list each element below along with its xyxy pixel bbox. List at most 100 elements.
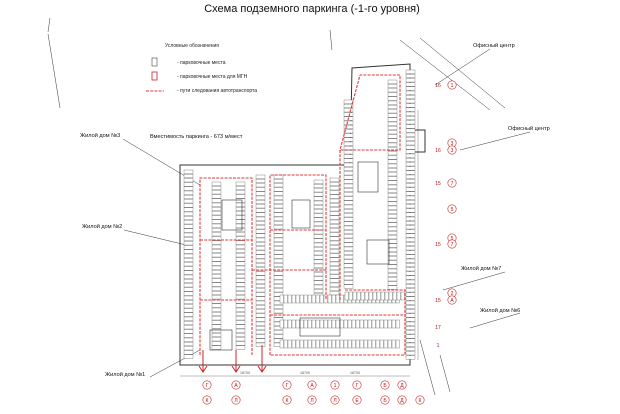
parking-spot [405,334,416,339]
parking-spot [323,339,328,349]
parking-spot [313,226,324,230]
parking-spot [183,186,194,191]
svg-text:1: 1 [334,383,337,389]
office-center-label: Офисный центр [508,125,550,132]
parking-spot [343,175,354,180]
parking-spot [235,282,246,287]
parking-spot [405,208,416,213]
axis-mark: 15 [435,181,441,187]
parking-spot [343,246,354,251]
parking-spot [235,274,246,279]
parking-spot [183,342,194,346]
parking-spot [343,276,354,281]
parking-spot [405,124,416,129]
parking-spot [255,292,266,297]
parking-spot [183,199,194,204]
parking-spot [255,221,266,225]
axis-mark: К [202,395,212,405]
parking-spot [391,319,396,329]
parking-spot [343,99,354,104]
parking-spot [387,113,398,118]
parking-spot [343,108,354,113]
parking-spot [211,215,222,220]
parking-spot [211,270,222,274]
house-1-label: Жилой дом №1 [105,371,145,378]
parking-spot [387,256,398,261]
parking-spot [387,130,398,135]
svg-text:Г: Г [356,383,359,389]
parking-spot [343,104,354,108]
svg-text:2: 2 [451,291,454,297]
parking-spot [183,283,194,288]
parking-spot [405,187,416,192]
parking-spot [255,334,266,339]
parking-spot [183,312,194,317]
parking-spot [255,258,266,263]
parking-spot [273,216,284,221]
parking-spot [235,345,246,350]
parking-spot [396,291,401,301]
parking-spot [405,288,416,293]
parking-spot [235,320,246,325]
parking-spot [405,145,416,150]
parking-spot [405,309,416,314]
parking-spot [273,250,284,255]
parking-spot [343,188,354,192]
parking-spot [235,186,246,190]
parking-spot [307,319,312,329]
parking-spot [183,308,194,313]
house-7-label: Жилой дом №7 [461,265,501,272]
parking-spot [273,267,284,272]
parking-spot [235,194,246,199]
parking-spot [405,120,416,125]
parking-spot [211,249,222,253]
svg-text:3: 3 [451,141,454,147]
parking-spot [387,84,398,88]
parking-spot [313,179,324,184]
parking-spot [273,195,284,200]
parking-spot [343,171,354,176]
parking-spot [211,207,222,211]
parking-spot [375,319,380,329]
parking-spot [255,313,266,318]
parking-spot [384,291,389,301]
parking-spot [183,178,194,183]
parking-spot [335,339,340,349]
parking-spot [273,254,284,259]
parking-spot [405,107,416,112]
parking-spot [329,282,340,287]
parking-spot [183,253,194,258]
parking-spot [211,219,222,224]
parking-spot [405,263,416,267]
parking-spot [387,126,398,130]
parking-spot [405,137,416,141]
parking-spot [311,319,316,329]
parking-spot [329,232,340,237]
parking-spot [255,212,266,217]
parking-spot [235,257,246,262]
parking-spot [183,274,194,279]
parking-spot [343,238,354,243]
axis-mark: Д [397,395,407,405]
parking-spot [183,333,194,338]
parking-spot [343,209,354,213]
parking-spot [183,304,194,309]
parking-spot [387,189,398,193]
parking-spot [255,195,266,200]
parking-spot [235,181,246,186]
parking-spot [255,271,266,276]
parking-spot [380,291,385,301]
parking-spot [273,275,284,280]
parking-spot [405,355,416,360]
parking-spot [255,187,266,192]
parking-spot [291,294,296,304]
parking-spot [315,339,320,349]
parking-spot [405,195,416,200]
parking-spot [331,294,336,304]
parking-spot [363,339,368,349]
parking-spot [344,291,349,301]
parking-spot [273,233,284,238]
axis-mark: A [447,295,457,305]
parking-spot [283,339,288,349]
parking-spot [387,138,398,143]
